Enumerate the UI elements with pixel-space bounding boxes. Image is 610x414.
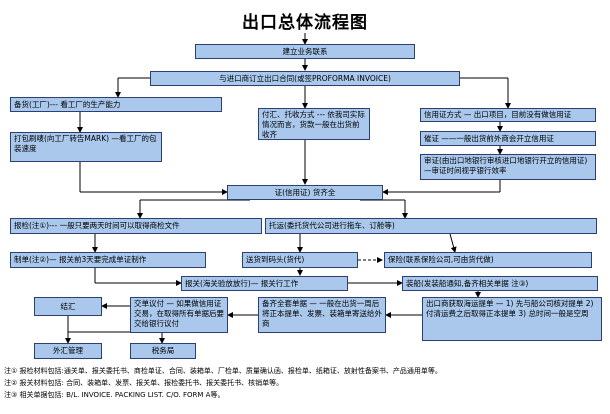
prepare-goods-box: 备货(工厂)--- 看工厂的生产能力	[10, 97, 222, 112]
loading-shipment-box: 装船(发装船通知,备齐相关单据 注③)	[402, 276, 598, 291]
document-submission-box: 交单议付 — 如果做信用证交易，在取得所有单据后要交给银行议付	[130, 297, 228, 333]
exchange-settlement-box: 结汇	[34, 297, 102, 316]
document-preparation-box: 制单(注②)— 报关前3天要完成单证制作	[10, 252, 206, 268]
consignment-box: 托运(委托货代公司进行拖车、订舱等)	[265, 218, 597, 234]
note-1: 注① 报检材料包括:通关单、报关委托书、商检单证、合同、装箱单、厂检单、质量确认…	[4, 367, 442, 375]
review-lc-box: 审证(由出口地银行审核进口地银行开立的信用证)—审证时间视乎银行效率	[420, 154, 596, 180]
delivery-to-port-box: 送货到码头(货代)	[242, 252, 358, 268]
note-2: 注② 报关材料包括: 合同、装箱单、发票、报关单、报检委托书、报关委托书、核销单…	[4, 379, 284, 387]
tax-bureau-box: 税务局	[130, 343, 196, 359]
page-title: 出口总体流程图	[242, 13, 368, 33]
customs-declaration-box: 报关(海关验放放行)— 报关行工作	[181, 276, 348, 291]
note-3: 注③ 相关单据包括: B/L. INVOICE. PACKING LIST. C…	[4, 391, 225, 399]
urge-lc-box: 催证 ——一般出货前外商会开立信用证	[420, 131, 596, 146]
send-documents-box: 备齐全套单据 — 一般在出货一周后将正本提单、发票、装箱单寄送给外商	[258, 297, 386, 333]
bill-of-lading-box: 出口商获取海运提单 — 1) 先与船公司核对提单 2) 付清运费之后取得正本提单…	[422, 297, 602, 341]
establish-contact-box: 建立业务联系	[195, 44, 415, 59]
insurance-box: 保险(联系保险公司,可由货代做)	[384, 252, 592, 268]
payment-method-box: 付汇、托收方式 --- 依我司实际情况而言，货款一般在出货前收齐	[258, 108, 370, 140]
inspection-box: 报检(注①)--- 一般只要两天时间可以取得商检文件	[10, 218, 262, 234]
documents-ready-box: 证(信用证) 货齐全	[227, 185, 383, 200]
packing-marking-box: 打包刷唛(向工厂转告MARK) —看工厂的包装速度	[10, 132, 162, 162]
lc-method-box: 信用证方式 — 出口项目，目前没有做信用证	[420, 108, 596, 122]
sign-contract-box: 与进口商订立出口合同(或签PROFORMA INVOICE)	[150, 71, 460, 86]
fx-management-box: 外汇管理	[34, 343, 102, 359]
